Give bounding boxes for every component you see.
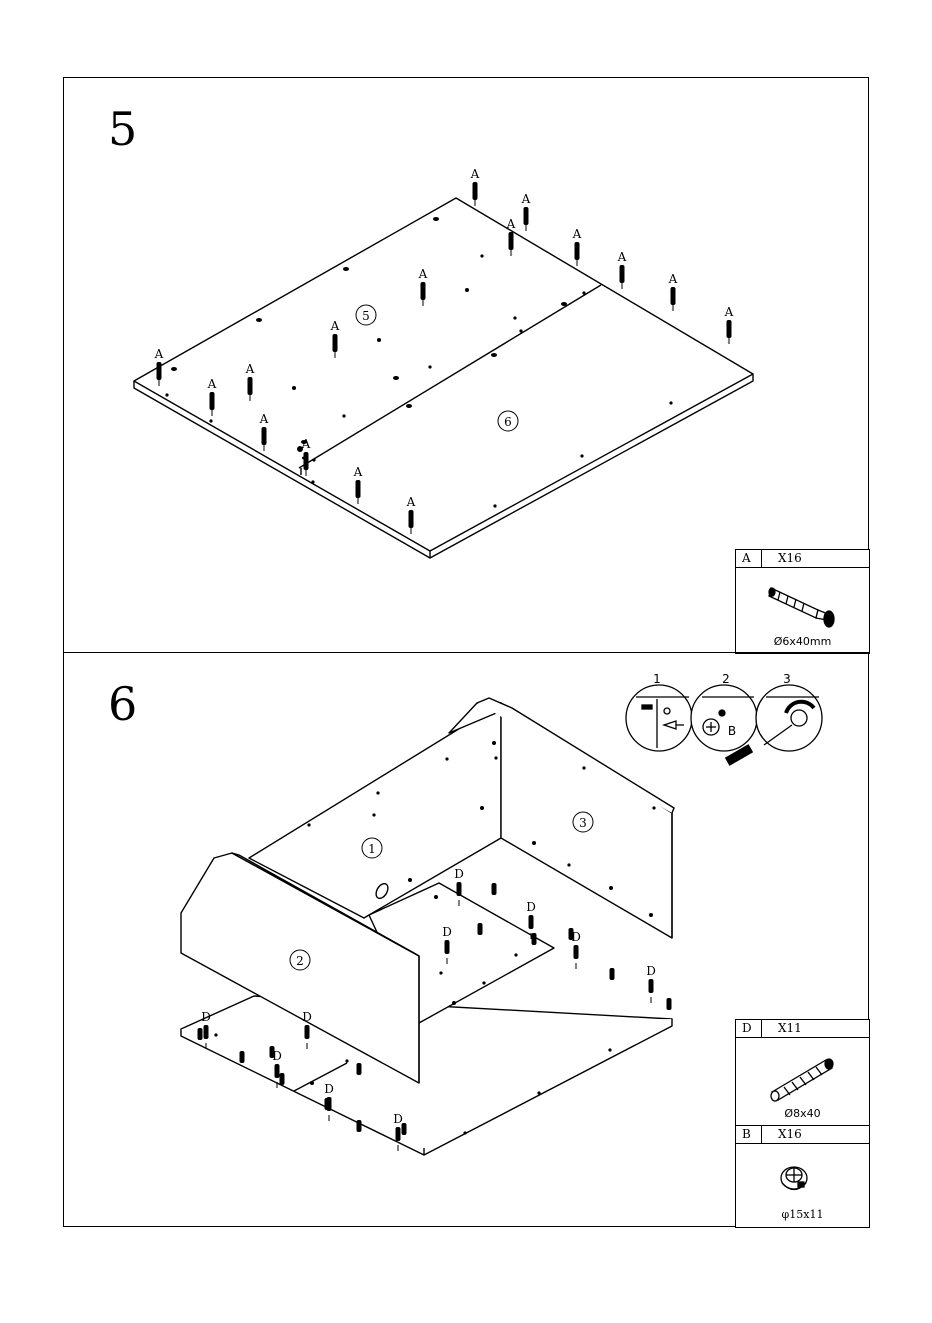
svg-text:5: 5 [362,309,370,323]
svg-text:A: A [668,272,678,286]
step-5-panel: 5 [63,77,869,653]
svg-text:A: A [506,217,516,231]
panel-label-6: 6 [498,411,518,431]
cam-bolt-icon: A [470,167,480,206]
dowel-stub [240,1051,245,1063]
cam-bolt-icon: A [572,227,582,266]
cam-bolt-icon: A [617,250,627,289]
svg-text:A: A [521,192,531,206]
parts-box-b: B X16 φ15x11 [735,1125,870,1228]
panel-label-3: 3 [573,812,593,832]
procedure-step-label: 3 [783,672,791,686]
svg-text:D: D [442,925,452,939]
svg-text:A: A [245,362,255,376]
procedure-step-label: 2 [722,672,730,686]
part-size: Ø8x40 [736,1107,869,1120]
svg-text:A: A [301,437,311,451]
step-6-panel: 6 [63,652,869,1227]
dowel-stub [357,1120,362,1132]
dowel-stub [270,1046,275,1058]
svg-text:A: A [353,465,363,479]
dowel-stub [532,933,537,945]
svg-text:2: 2 [296,954,304,968]
dowel-stub [492,883,497,895]
dowel-stub [667,998,672,1010]
svg-text:3: 3 [579,816,587,830]
svg-text:A: A [259,412,269,426]
svg-text:A: A [724,305,734,319]
part-size: Ø6x40mm [736,635,869,648]
svg-text:A: A [330,319,340,333]
cam-bolt-icon: A [668,272,678,311]
cam-bolt-icon: A [724,305,734,344]
svg-text:A: A [572,227,582,241]
panel-label-5: 5 [356,305,376,325]
cam-lock-label: B [728,724,736,738]
dowel-stub [402,1123,407,1135]
svg-text:A: A [470,167,480,181]
procedure-step-label: 1 [653,672,661,686]
svg-text:D: D [526,900,536,914]
board-top-face [134,198,753,551]
svg-text:D: D [302,1010,312,1024]
dowel-icon: D [646,964,656,1003]
dowel-stub [280,1073,285,1085]
svg-text:A: A [418,267,428,281]
svg-text:D: D [454,867,464,881]
svg-text:A: A [617,250,627,264]
dowel-stub [198,1028,203,1040]
panel-label-1: 1 [362,838,382,858]
dowel-stub [569,928,574,940]
svg-text:A: A [154,347,164,361]
svg-text:D: D [201,1010,211,1024]
svg-text:D: D [646,964,656,978]
svg-text:D: D [324,1082,334,1096]
svg-text:D: D [393,1112,403,1126]
svg-text:6: 6 [504,415,512,429]
procedure-step-1 [626,685,692,751]
parts-box-d: D X11 Ø8x40 [735,1019,870,1126]
dowel-stub [357,1063,362,1075]
svg-text:A: A [406,495,416,509]
dowel-stub [610,968,615,980]
dowel-stub [325,1098,330,1110]
dowel-stub [478,923,483,935]
svg-text:1: 1 [368,842,376,856]
svg-text:A: A [207,377,217,391]
parts-box-a: A X16 Ø6x40mm [735,549,870,654]
panel-label-2: 2 [290,950,310,970]
part-size: φ15x11 [736,1208,869,1221]
cam-bolt-icon: A [521,192,531,231]
procedure-step-2 [691,685,757,751]
